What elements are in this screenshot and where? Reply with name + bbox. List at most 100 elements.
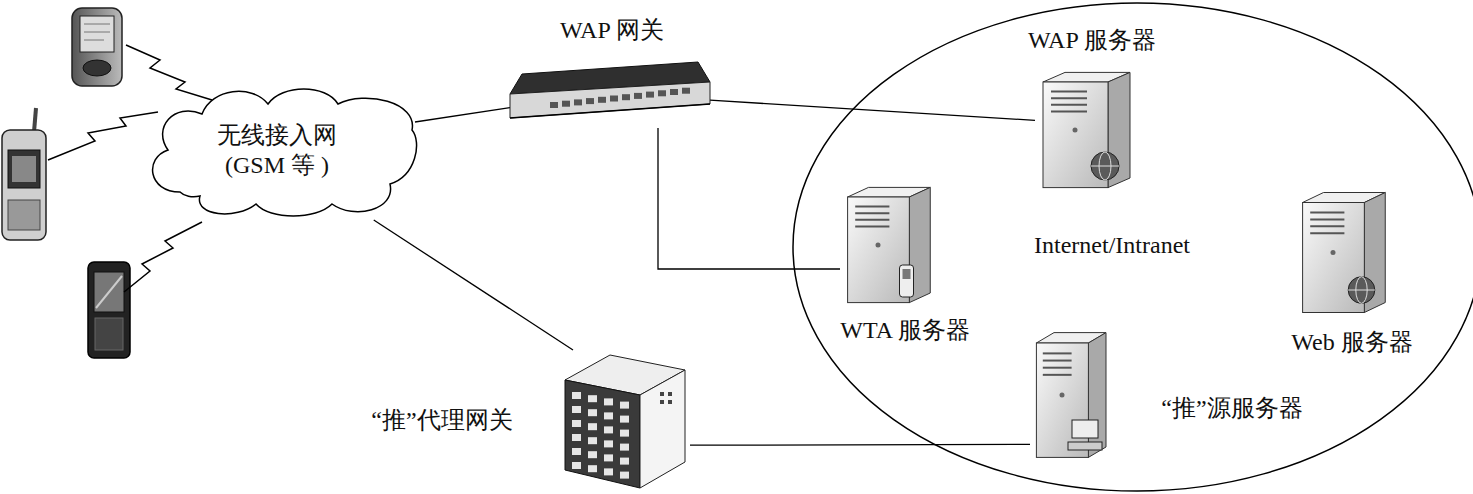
server-slot [1043,352,1072,354]
cube-vent [668,392,672,396]
radio-link [124,222,202,292]
node-label: Internet/Intranet [1034,230,1190,260]
server-slot [1043,367,1072,369]
radio-link [48,112,158,160]
cube-window [572,392,581,399]
device-port [598,97,606,103]
server-slot [1043,360,1072,362]
cube-window [572,406,581,413]
connector-line [710,100,1035,120]
device-edge [510,104,710,118]
cube-shape [560,350,690,490]
cloud-shape [140,80,415,220]
node-label: 无线接入网 (GSM 等 ) [207,120,347,180]
globe-badge [1348,290,1375,291]
server-front [1036,343,1088,457]
server-button [1060,393,1065,398]
server-slot [855,225,889,227]
phone-badge [900,265,914,297]
cube-window [604,412,613,419]
cube-window [588,465,597,472]
device-port [622,94,630,100]
server-slot [1043,374,1072,376]
node-label: WAP 服务器 [1028,25,1156,55]
server-shape [1035,70,1135,190]
globe-badge [1091,152,1119,180]
pc-badge [1072,420,1098,438]
server-slot [855,206,889,208]
device-port [646,92,654,98]
device-port [658,90,666,96]
cube-window [572,434,581,441]
device-front [510,82,710,118]
mobile-phone [88,262,130,358]
connector-line [415,108,510,122]
server: WAP 服务器 [1028,25,1156,190]
server-slot [1051,91,1087,93]
cube-window [604,398,613,405]
region-outline [793,3,1473,491]
cube-side [640,370,685,488]
server-slot [1310,212,1344,214]
cube-window [604,468,613,475]
gateway-shape [510,60,710,128]
server-slot [1310,225,1344,227]
cube-front [565,380,640,488]
cube-window [588,437,597,444]
device-port [562,101,570,107]
server-shape [840,185,935,305]
phone-badge [903,269,911,279]
server-button [1330,250,1335,255]
server-shape [1295,190,1390,315]
node-label: “推”源服务器 [1161,393,1302,423]
cube-window [604,440,613,447]
node-label: WTA 服务器 [840,315,969,345]
cube-window [620,416,629,423]
network-cloud: 无线接入网 (GSM 等 ) [140,80,415,220]
server-slot [1310,218,1344,220]
server-slot [1051,110,1087,112]
cube-window [572,462,581,469]
server-button [876,243,881,248]
cube-vent [660,400,664,404]
globe-badge [1348,277,1375,304]
cube-window [604,454,613,461]
server-slot [855,212,889,214]
device-port [550,102,558,108]
cube-vent [660,392,664,396]
server-slot [1051,97,1087,99]
pc-badge [1068,442,1102,450]
node-label: “推”代理网关 [371,405,512,435]
server-slot [1310,232,1344,234]
mobile-phone [2,108,46,240]
server-button [1073,128,1078,133]
cube-window [572,420,581,427]
cube-window [588,423,597,430]
server-slot [855,219,889,221]
cube-window [588,395,597,402]
device-port [586,98,594,104]
server-slot [1051,104,1087,106]
network-region: Internet/Intranet WAP 服务器 WTA 服务器 Web 服务器 “推… [792,2,1473,492]
cube-window [620,458,629,465]
device-port [574,99,582,105]
cube-window [604,426,613,433]
device-port [670,89,678,95]
cube-window [620,430,629,437]
node-label: Web 服务器 [1291,327,1412,357]
server-side [1088,333,1106,458]
radio-link [126,45,212,100]
device-port [634,93,642,99]
gateway-device: WAP 网关 [510,15,710,128]
connector-line [658,128,840,269]
cube-window [620,444,629,451]
cube-window [572,448,581,455]
cube-window [588,409,597,416]
server-shape [1030,330,1110,460]
server: WTA 服务器 [840,185,970,345]
cube-window [620,402,629,409]
cube-window [620,472,629,479]
cloud-outline [153,89,417,216]
cube-vent [668,400,672,404]
connector-line [690,444,1030,446]
